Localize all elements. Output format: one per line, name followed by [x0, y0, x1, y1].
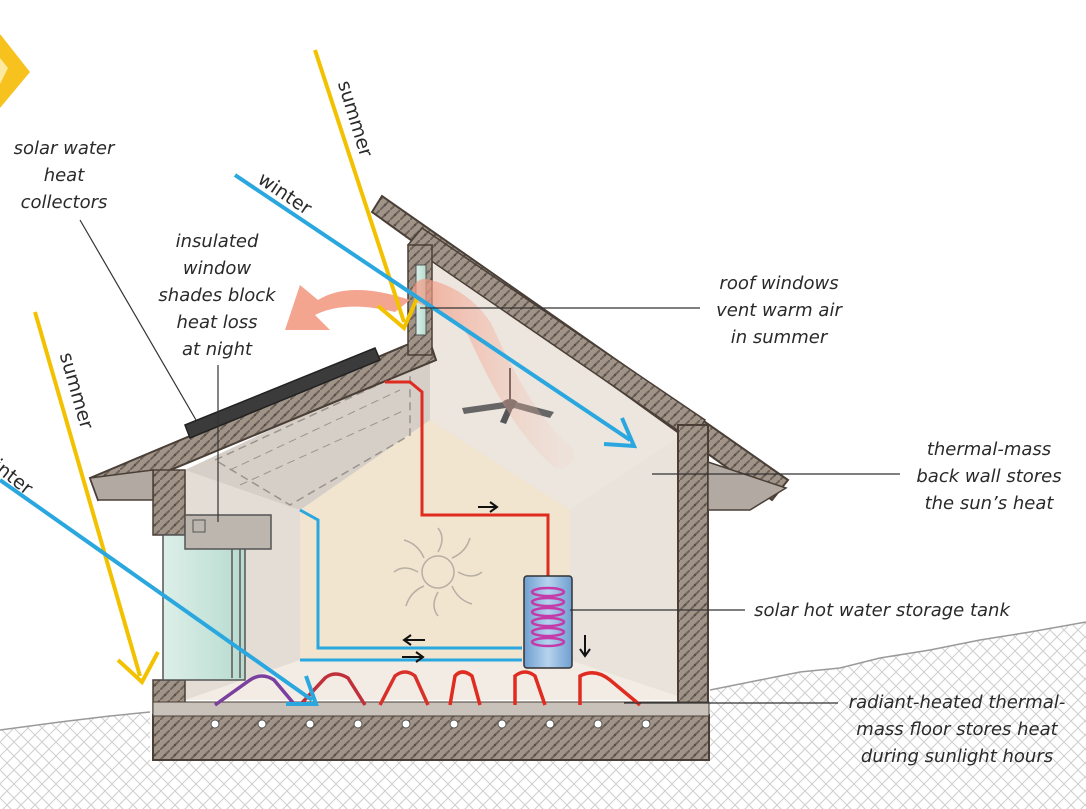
label-roof-windows: roof windows vent warm air in summer [716, 273, 842, 348]
leader-lines [79, 219, 900, 704]
label-radiant-heated-floor: radiant-heated thermal- mass floor store… [848, 692, 1066, 767]
house-walls [88, 194, 790, 761]
ground-hatch [0, 621, 1086, 809]
label-insulated-window-shades: insulated window shades block heat loss … [158, 231, 276, 360]
radiant-floor-pipes [210, 670, 651, 729]
label-solar-hot-water-storage-tank: solar hot water storage tank [754, 600, 1010, 621]
sun-icon [0, 34, 30, 108]
label-solar-water-heat-collectors: solar water heat collectors [13, 138, 115, 213]
sun-decoration-icon [393, 527, 483, 617]
storage-tank [523, 575, 573, 669]
winter-ray-lower [0, 478, 319, 706]
summer-ray-lower [33, 311, 160, 686]
label-thermal-mass-back-wall: thermal-mass back wall stores the sun’s … [916, 439, 1062, 514]
water-pipes [299, 380, 591, 663]
